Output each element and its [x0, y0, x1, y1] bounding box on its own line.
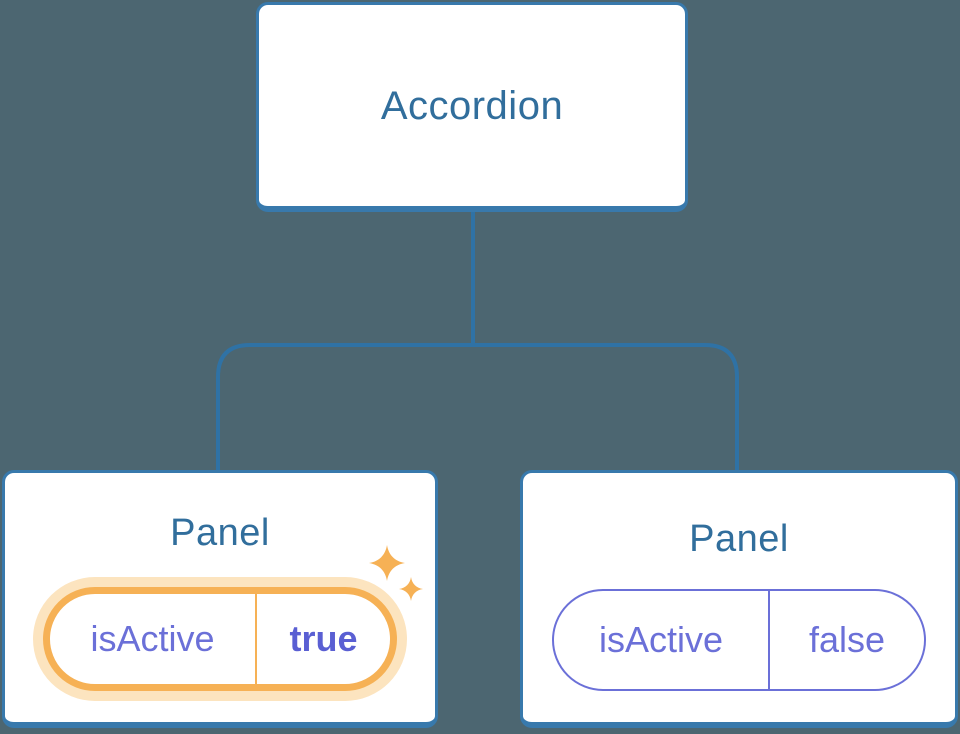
panel-node-label: Panel [689, 518, 789, 560]
state-key-label: isActive [554, 591, 770, 689]
panel-node-inactive: Panel isActive false [520, 470, 958, 728]
state-value-label: false [808, 619, 886, 660]
state-value-label: true [289, 618, 358, 659]
panel-node-active: Panel isActive true [2, 470, 438, 728]
accordion-node: Accordion [256, 2, 688, 212]
state-pill-active: isActive true [43, 587, 397, 691]
state-key-label: isActive [50, 594, 257, 684]
accordion-node-label: Accordion [380, 83, 564, 128]
panel-node-label: Panel [170, 512, 270, 554]
state-pill-inactive: isActive false [552, 589, 926, 691]
